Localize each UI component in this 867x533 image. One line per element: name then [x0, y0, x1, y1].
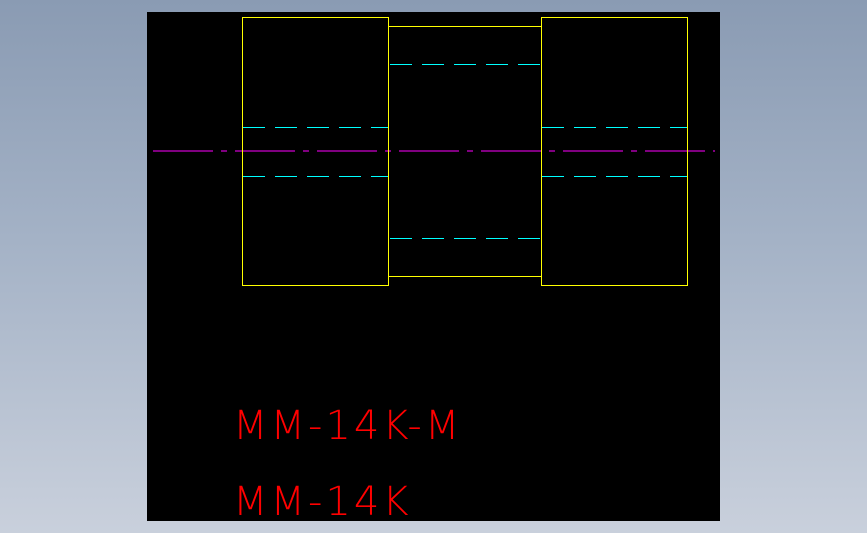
cad-viewport[interactable]: MM-14K-M MM-14K: [147, 12, 720, 521]
coupling-drawing: MM-14K-M MM-14K: [153, 17, 715, 521]
right-hub-outline: [541, 17, 688, 286]
left-hub-outline: [242, 17, 389, 286]
part-label-secondary: MM-14K: [233, 479, 412, 521]
part-label-primary: MM-14K-M: [233, 403, 462, 449]
